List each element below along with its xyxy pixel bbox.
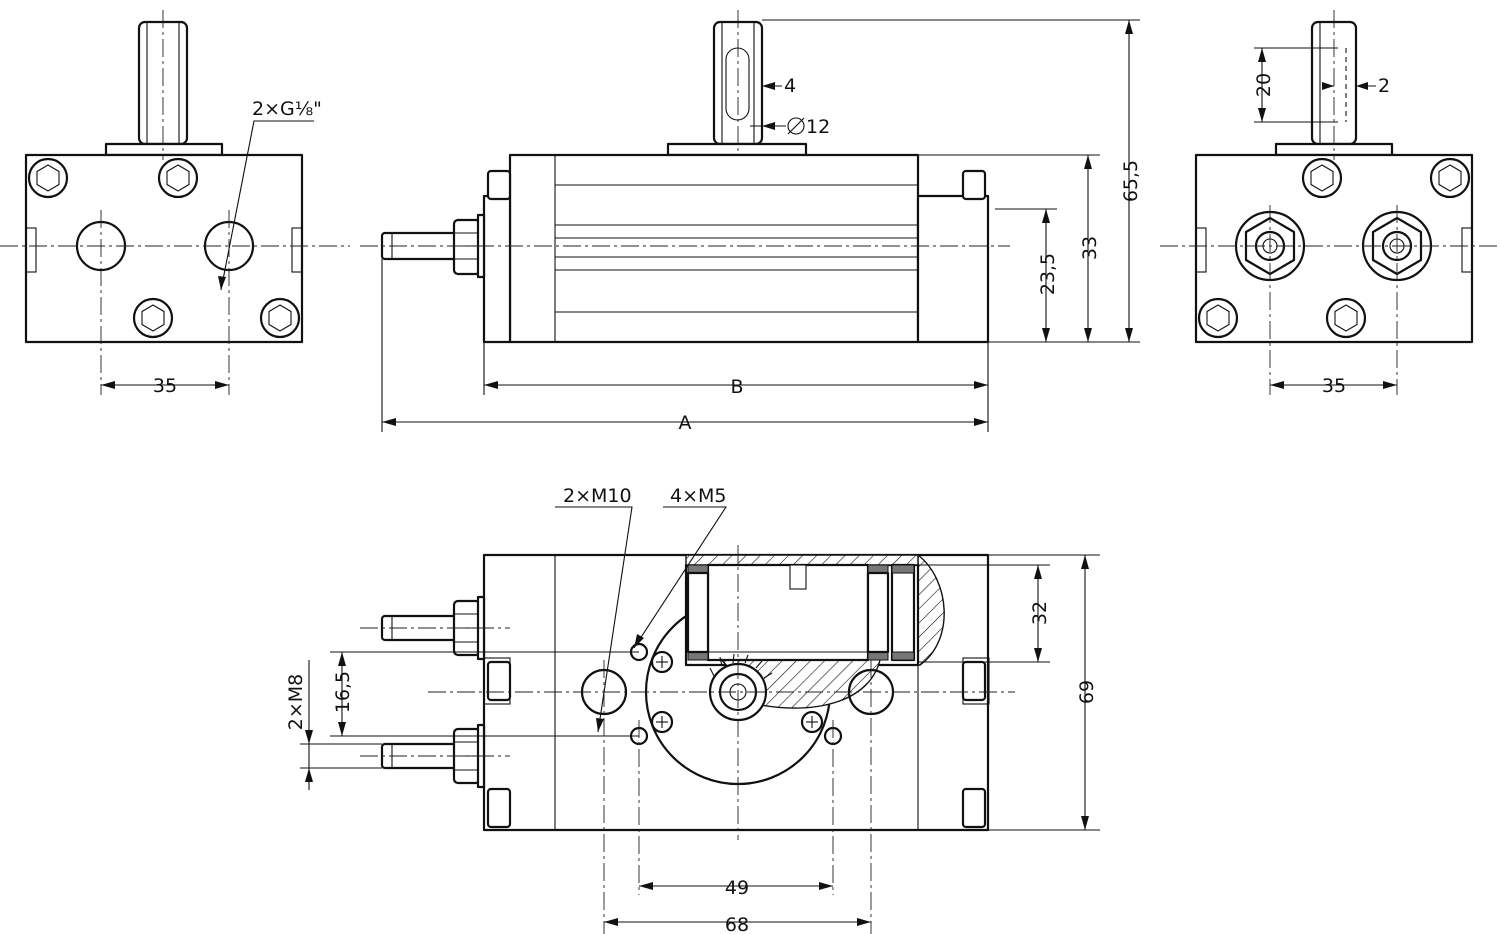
mount-thread-small-label: 4×M5 — [670, 485, 727, 507]
hex-socket-screw-icon — [1301, 157, 1343, 199]
hex-socket-screw-icon — [259, 297, 301, 339]
hex-socket-screw-icon — [1325, 297, 1367, 339]
dim-key-depth: 2 — [1378, 75, 1390, 97]
phillips-screw-icon — [650, 650, 674, 674]
dim-height-body: 33 — [1079, 236, 1101, 260]
dim-stud-spacing: 16,5 — [332, 671, 354, 713]
dim-axis-height: 23,5 — [1037, 253, 1059, 295]
hex-socket-screw-icon — [1429, 157, 1471, 199]
dim-height-total: 65,5 — [1120, 160, 1142, 202]
dim-stud-thread: 2×M8 — [285, 674, 307, 731]
left-end-view — [0, 10, 350, 395]
hex-socket-screw-icon — [27, 157, 69, 199]
dim-body-width: 69 — [1076, 680, 1098, 704]
shaft-diameter-label: 12 — [806, 116, 830, 138]
side-view — [360, 10, 1140, 432]
dim-length-b: B — [730, 376, 743, 398]
dim-length-a: A — [679, 412, 692, 434]
dim-hole-spacing-m10: 68 — [725, 914, 749, 934]
dim-key-length: 20 — [1253, 73, 1275, 97]
phillips-screw-icon — [800, 710, 824, 734]
mount-thread-large-label: 2×M10 — [563, 485, 632, 507]
hex-socket-screw-icon — [1197, 297, 1239, 339]
dim-rack-width: 32 — [1029, 601, 1051, 625]
hex-socket-screw-icon — [157, 157, 199, 199]
slot-width-label: 4 — [784, 75, 796, 97]
dim-hole-spacing-m5: 49 — [725, 877, 749, 899]
port-thread-label: 2×G⅛" — [252, 98, 322, 120]
right-end-view — [1160, 10, 1500, 395]
hex-socket-screw-icon — [132, 297, 174, 339]
bottom-section-view — [300, 506, 1100, 934]
dim-port-spacing-left: 35 — [153, 375, 177, 397]
phillips-screw-icon — [650, 710, 674, 734]
dim-port-spacing-right: 35 — [1322, 375, 1346, 397]
